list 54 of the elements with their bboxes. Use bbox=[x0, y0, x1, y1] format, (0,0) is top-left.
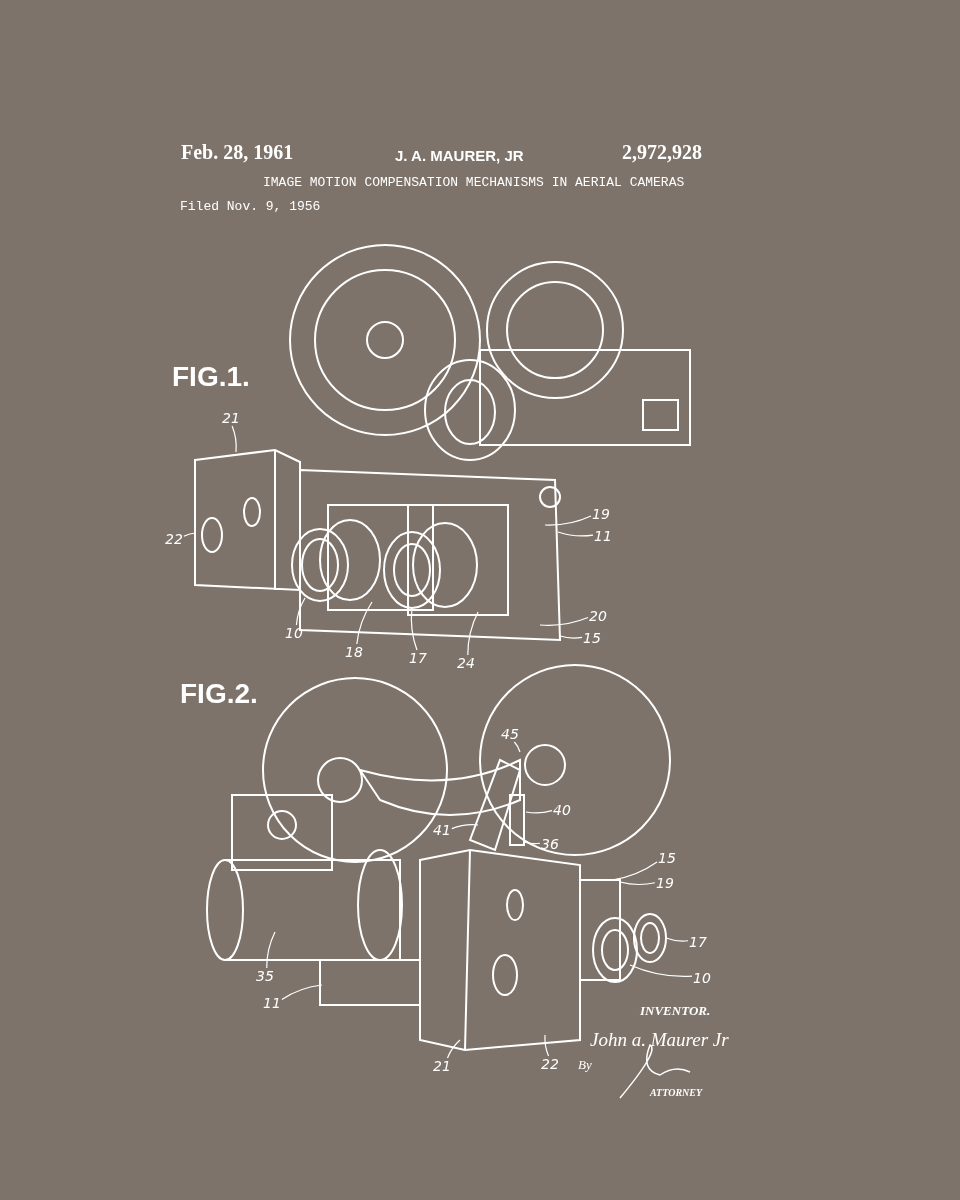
leader-line bbox=[544, 515, 592, 526]
callout-number: 36 bbox=[540, 836, 560, 852]
attorney-caption: ATTORNEY bbox=[650, 1088, 703, 1098]
leader-line bbox=[513, 741, 521, 753]
patent-date: Feb. 28, 1961 bbox=[181, 142, 294, 162]
callout-number: 19 bbox=[655, 875, 675, 891]
leader-line bbox=[539, 616, 589, 626]
callout-number: 22 bbox=[540, 1056, 560, 1072]
callout-number: 41 bbox=[432, 822, 452, 838]
leader-line bbox=[525, 809, 553, 814]
callout-number: 18 bbox=[344, 644, 364, 660]
leader-line bbox=[467, 611, 479, 656]
callout-number: 17 bbox=[408, 650, 428, 666]
callout-number: 19 bbox=[591, 506, 611, 522]
leader-line bbox=[619, 881, 656, 886]
callout-number: 40 bbox=[552, 802, 572, 818]
leader-line bbox=[665, 937, 689, 942]
leader-line bbox=[356, 601, 373, 645]
callout-number: 45 bbox=[500, 726, 520, 742]
callout-number: 35 bbox=[255, 968, 275, 984]
leader-line bbox=[410, 607, 418, 651]
callout-number: 24 bbox=[456, 655, 476, 671]
patent-title: IMAGE MOTION COMPENSATION MECHANISMS IN AERIAL CAMERAS bbox=[263, 176, 685, 189]
figure-label: FIG.2. bbox=[180, 680, 258, 708]
callout-number: 10 bbox=[692, 970, 712, 986]
callout-number: 21 bbox=[221, 410, 241, 426]
leader-line bbox=[557, 531, 594, 537]
leader-line bbox=[629, 964, 693, 977]
leader-line bbox=[231, 425, 237, 453]
filing-date: Filed Nov. 9, 1956 bbox=[180, 200, 321, 213]
leader-line bbox=[611, 861, 658, 881]
figure-label: FIG.1. bbox=[172, 363, 250, 391]
leader-line bbox=[451, 824, 479, 830]
leader-line bbox=[523, 841, 541, 845]
inventor-signature: John a. Maurer Jr bbox=[590, 1030, 729, 1049]
callout-number: 20 bbox=[588, 608, 608, 624]
callout-number: 17 bbox=[688, 934, 708, 950]
callout-number: 11 bbox=[593, 528, 613, 544]
leader-line bbox=[281, 984, 323, 1001]
leader-line bbox=[183, 532, 197, 537]
by-label: By bbox=[578, 1058, 592, 1071]
callout-number: 21 bbox=[432, 1058, 452, 1074]
leader-line bbox=[544, 1034, 550, 1057]
callout-number: 11 bbox=[262, 995, 282, 1011]
patent-number: 2,972,928 bbox=[622, 142, 702, 162]
callout-number: 15 bbox=[657, 850, 677, 866]
leader-line bbox=[266, 931, 276, 969]
leader-line bbox=[559, 635, 583, 639]
leader-line bbox=[446, 1039, 461, 1059]
leader-line bbox=[295, 597, 306, 626]
inventor-caption: INVENTOR. bbox=[640, 1004, 711, 1017]
inventor-name: J. A. MAURER, JR bbox=[395, 148, 524, 163]
callout-number: 15 bbox=[582, 630, 602, 646]
callout-number: 22 bbox=[164, 531, 184, 547]
